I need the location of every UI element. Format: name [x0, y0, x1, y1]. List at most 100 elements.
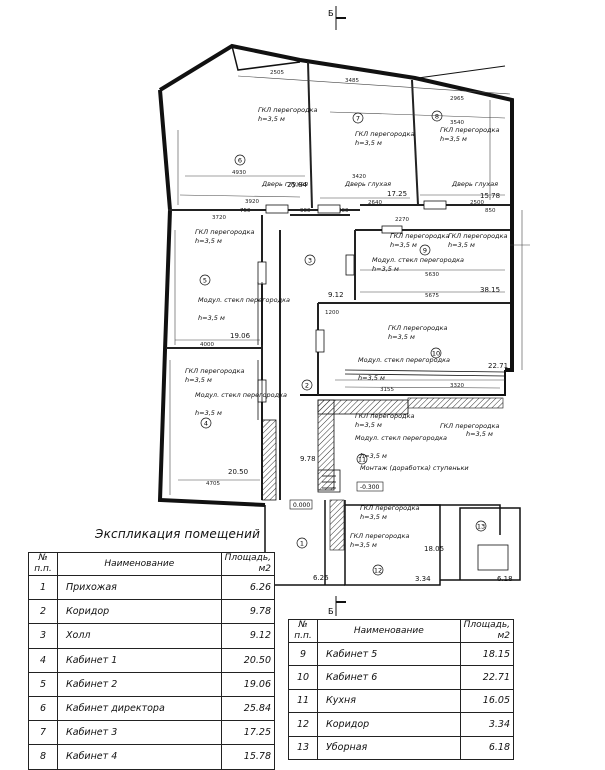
room-marker-9: 9 — [419, 244, 431, 256]
svg-text:2500: 2500 — [470, 200, 484, 206]
svg-text:1: 1 — [300, 540, 304, 548]
svg-text:5: 5 — [203, 277, 207, 285]
svg-text:h=3,5 м: h=3,5 м — [195, 409, 222, 417]
svg-text:20.50: 20.50 — [228, 468, 248, 476]
stairs — [317, 469, 341, 493]
header-name: Наименование — [57, 552, 222, 576]
room-marker-12: 12 — [372, 564, 384, 576]
svg-text:9: 9 — [423, 247, 427, 255]
level-marks: -0.300 0.000 — [289, 481, 384, 510]
svg-text:h=3,5 м: h=3,5 м — [372, 265, 399, 273]
room-marker-2: 2 — [301, 379, 313, 391]
section-mark-top: Б — [328, 6, 346, 30]
svg-text:h=3,5 м: h=3,5 м — [440, 135, 467, 143]
svg-text:h=3,5 м: h=3,5 м — [350, 541, 377, 549]
svg-text:4705: 4705 — [206, 481, 220, 487]
svg-text:2505: 2505 — [270, 70, 284, 76]
svg-text:18.05: 18.05 — [424, 545, 444, 553]
svg-text:3720: 3720 — [212, 215, 226, 221]
svg-text:ГКЛ перегородка: ГКЛ перегородка — [360, 504, 419, 512]
svg-text:4000: 4000 — [200, 342, 214, 348]
svg-text:2965: 2965 — [450, 96, 464, 102]
svg-text:2270: 2270 — [395, 217, 409, 223]
room-marker-8: 8 — [431, 110, 443, 122]
outer-walls — [157, 43, 514, 507]
svg-text:2: 2 — [305, 382, 309, 390]
plan-notes: ГКЛ перегородка h=3,5 м ГКЛ перегородка … — [185, 106, 507, 549]
svg-text:Модул. стекл перегородка: Модул. стекл перегородка — [372, 256, 464, 264]
svg-text:ГКЛ перегородка: ГКЛ перегородка — [448, 232, 507, 240]
svg-text:Дверь глухая: Дверь глухая — [261, 180, 308, 188]
entrance-block — [264, 499, 521, 586]
explication-title: Экспликация помещений — [95, 527, 261, 541]
svg-text:3: 3 — [308, 257, 312, 265]
svg-text:3320: 3320 — [450, 383, 464, 389]
svg-text:5630: 5630 — [425, 272, 439, 278]
room-number-markers: 6 7 8 3 9 5 10 2 4 11 1 12 13 — [199, 110, 487, 576]
section-mark-bottom: Б — [328, 596, 346, 616]
svg-text:h=3,5 м: h=3,5 м — [358, 374, 385, 382]
svg-text:12: 12 — [374, 567, 382, 575]
svg-text:h=3,5 м: h=3,5 м — [355, 421, 382, 429]
svg-text:6.26: 6.26 — [313, 574, 329, 582]
svg-text:h=3,5 м: h=3,5 м — [195, 237, 222, 245]
svg-text:ГКЛ перегородка: ГКЛ перегородка — [388, 324, 447, 332]
table-header-row: № п.п. Наименование Площадь, м2 — [28, 552, 276, 576]
svg-text:h=3,5 м: h=3,5 м — [466, 430, 493, 438]
svg-text:3920: 3920 — [245, 199, 259, 205]
svg-text:800: 800 — [338, 208, 349, 214]
svg-text:7: 7 — [356, 115, 360, 123]
svg-text:ГКЛ перегородка: ГКЛ перегородка — [390, 232, 449, 240]
svg-text:ГКЛ перегородка: ГКЛ перегородка — [195, 228, 254, 236]
svg-text:850: 850 — [485, 208, 496, 214]
svg-text:10: 10 — [432, 350, 440, 358]
svg-text:Модул. стекл перегородка: Модул. стекл перегородка — [198, 296, 290, 304]
glass-partitions — [257, 282, 506, 420]
svg-text:6.18: 6.18 — [497, 575, 513, 583]
svg-text:1200: 1200 — [325, 310, 339, 316]
svg-text:h=3,5 м: h=3,5 м — [390, 241, 417, 249]
svg-text:ГКЛ перегородка: ГКЛ перегородка — [355, 130, 414, 138]
svg-text:11: 11 — [358, 456, 366, 464]
room-marker-3: 3 — [304, 254, 316, 266]
svg-text:3.34: 3.34 — [415, 575, 431, 583]
svg-text:22.71: 22.71 — [488, 362, 508, 370]
section-mark-label-bottom: Б — [328, 607, 334, 616]
svg-text:Модул. стекл перегородка: Модул. стекл перегородка — [195, 391, 287, 399]
svg-text:h=3,5 м: h=3,5 м — [388, 333, 415, 341]
table-header-row: № п.п. Наименование Площадь, м2 — [288, 619, 515, 643]
svg-text:ГКЛ перегородка: ГКЛ перегородка — [355, 412, 414, 420]
room-marker-10: 10 — [430, 347, 442, 359]
header-num: № п.п. — [288, 619, 318, 643]
svg-text:h=3,5 м: h=3,5 м — [355, 139, 382, 147]
dimension-values: 2505 3485 2965 3540 4930 3920 3420 2640 … — [200, 70, 496, 487]
svg-text:Модул. стекл перегородка: Модул. стекл перегородка — [355, 434, 447, 442]
room-marker-13: 13 — [475, 520, 487, 532]
header-name: Наименование — [317, 619, 461, 643]
svg-text:15.78: 15.78 — [480, 192, 500, 200]
room-marker-7: 7 — [352, 112, 364, 124]
svg-text:Монтаж (доработка) ступеньки: Монтаж (доработка) ступеньки — [360, 464, 469, 472]
header-area: Площадь, м2 — [220, 552, 276, 576]
svg-text:9.12: 9.12 — [328, 291, 344, 299]
svg-text:Дверь глухая: Дверь глухая — [451, 180, 498, 188]
svg-text:5675: 5675 — [425, 293, 439, 299]
svg-text:h=3,5 м: h=3,5 м — [198, 314, 225, 322]
svg-text:750: 750 — [240, 208, 251, 214]
svg-text:Модул. стекл перегородка: Модул. стекл перегородка — [358, 356, 450, 364]
svg-text:ГКЛ перегородка: ГКЛ перегородка — [185, 367, 244, 375]
svg-text:h=3,5 м: h=3,5 м — [185, 376, 212, 384]
svg-text:38.15: 38.15 — [480, 286, 500, 294]
svg-text:-0.300: -0.300 — [360, 484, 380, 491]
svg-text:4: 4 — [204, 420, 208, 428]
kitchen-walls — [261, 397, 504, 501]
